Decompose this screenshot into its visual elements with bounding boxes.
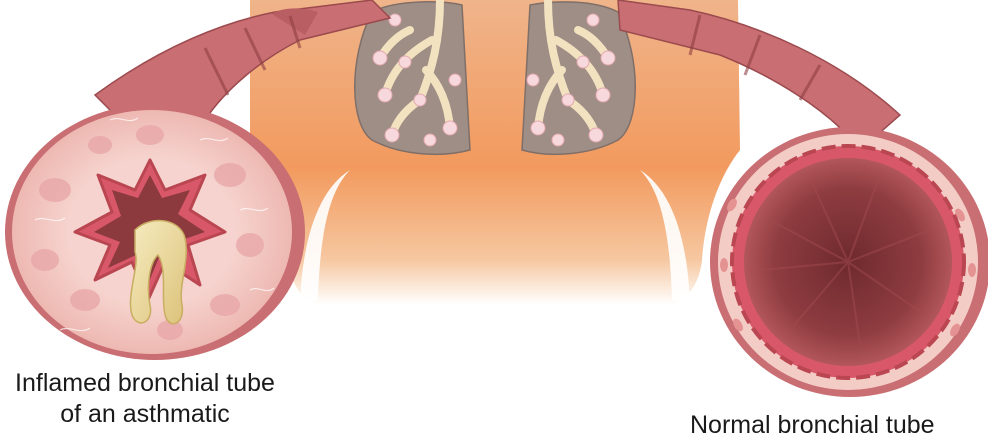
inflamed-tube-caption: Inflamed bronchial tube of an asthmatic <box>0 368 290 430</box>
inflamed-caption-line2: of an asthmatic <box>0 399 290 430</box>
right-lung <box>522 0 635 154</box>
inflamed-caption-line1: Inflamed bronchial tube <box>0 368 290 399</box>
normal-tube-caption: Normal bronchial tube <box>690 410 988 441</box>
inflamed-bronchial-tube <box>5 104 305 360</box>
normal-bronchial-tube <box>710 127 988 397</box>
torso <box>250 0 740 305</box>
